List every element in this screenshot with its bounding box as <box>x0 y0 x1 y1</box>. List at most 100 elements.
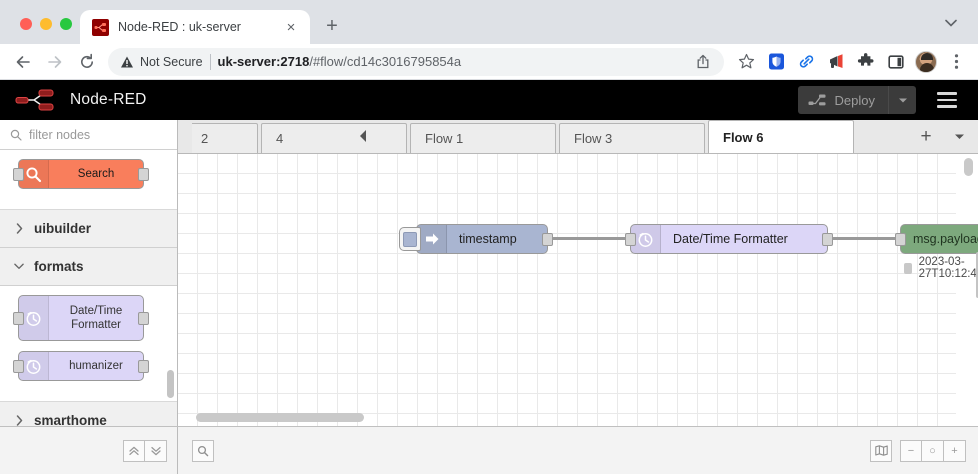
node-red-favicon <box>92 18 109 36</box>
chevron-down-icon[interactable] <box>936 8 966 38</box>
palette-category-formats[interactable]: formats <box>0 248 177 286</box>
canvas-vertical-scrollbar[interactable] <box>964 158 973 176</box>
flow-node-inject-timestamp[interactable]: timestamp <box>399 224 553 254</box>
share-icon[interactable] <box>692 51 714 73</box>
palette-node-humanizer[interactable]: humanizer <box>13 351 149 381</box>
zoom-button-group: − ○ + <box>900 439 966 462</box>
new-tab-button[interactable]: + <box>326 14 338 37</box>
flow-tab-2[interactable]: 2 <box>192 123 258 153</box>
minimize-window-button[interactable] <box>40 18 52 30</box>
omnibox-divider <box>209 53 211 70</box>
url-path: /#flow/cd14c3016795854a <box>309 54 462 69</box>
node-red-brand: Node-RED <box>70 91 147 108</box>
deploy-button-main[interactable]: Deploy <box>798 86 888 114</box>
inject-trigger-button[interactable] <box>399 227 421 251</box>
palette-category-smarthome[interactable]: smarthome <box>0 402 177 426</box>
browser-tab-title: Node-RED : uk-server <box>118 20 241 34</box>
search-icon[interactable] <box>192 439 214 462</box>
back-button[interactable] <box>8 47 38 77</box>
canvas-right-margin <box>956 154 978 426</box>
zoom-out-button[interactable]: − <box>900 439 922 462</box>
flow-tabs: 2 4 Flow 1 Flow 3 Flow 6 <box>192 120 912 153</box>
security-label: Not Secure <box>140 54 203 69</box>
node-output-port[interactable] <box>138 167 149 181</box>
map-icon[interactable] <box>870 439 892 462</box>
clock-icon <box>19 296 49 340</box>
hamburger-menu[interactable] <box>930 83 964 117</box>
security-status[interactable]: Not Secure <box>120 55 203 69</box>
node-red-footer: − ○ + <box>0 426 978 474</box>
filter-nodes-input[interactable]: filter nodes <box>0 120 177 150</box>
megaphone-extension-icon[interactable] <box>822 48 850 76</box>
flow-list-menu-button[interactable] <box>950 128 968 146</box>
browser-tab[interactable]: Node-RED : uk-server × <box>80 10 310 44</box>
maximize-window-button[interactable] <box>60 18 72 30</box>
flow-tab-flow-1[interactable]: Flow 1 <box>410 123 556 153</box>
flow-tab-4[interactable]: 4 <box>261 123 407 153</box>
palette-category-label: formats <box>34 259 84 274</box>
flow-tab-flow-6[interactable]: Flow 6 <box>708 120 854 153</box>
tabbar-scroll-left[interactable] <box>178 120 192 153</box>
puzzle-extensions-icon[interactable] <box>852 48 880 76</box>
node-input-port[interactable] <box>625 232 636 246</box>
palette-node-label: Search <box>77 167 115 180</box>
add-flow-button[interactable]: + <box>920 125 932 147</box>
palette-collapse-button[interactable] <box>356 126 369 146</box>
node-output-port[interactable] <box>542 232 553 246</box>
node-red-logo-icon <box>15 89 54 111</box>
expand-all-icon[interactable] <box>145 439 167 462</box>
wire-formatter-to-debug[interactable] <box>828 237 900 240</box>
wire-inject-to-formatter[interactable] <box>548 237 630 240</box>
node-input-port[interactable] <box>13 167 24 181</box>
canvas-horizontal-scrollbar[interactable] <box>196 413 364 422</box>
node-output-port[interactable] <box>138 359 149 373</box>
deploy-button[interactable]: Deploy <box>797 86 916 114</box>
node-red-logo[interactable]: Node-RED <box>14 87 147 113</box>
palette-search-node-group: Search <box>0 150 177 210</box>
flow-tab-label: 4 <box>276 131 284 146</box>
zoom-in-button[interactable]: + <box>944 439 966 462</box>
reload-button[interactable] <box>72 47 102 77</box>
bookmark-star-icon[interactable] <box>732 48 760 76</box>
magnifier-icon <box>19 160 49 188</box>
flow-tab-flow-3[interactable]: Flow 3 <box>559 123 705 153</box>
flow-tab-label: Flow 3 <box>574 131 613 146</box>
link-extension-icon[interactable] <box>792 48 820 76</box>
address-bar[interactable]: Not Secure uk-server:2718/#flow/cd14c301… <box>108 47 724 76</box>
palette-scrollbar[interactable] <box>167 370 174 398</box>
three-dot-menu[interactable] <box>942 48 970 76</box>
palette-category-label: uibuilder <box>34 221 91 236</box>
chevron-right-icon <box>14 223 24 234</box>
zoom-reset-button[interactable]: ○ <box>922 439 944 462</box>
node-input-port[interactable] <box>13 359 24 373</box>
flow-node-datetime-formatter[interactable]: Date/Time Formatter <box>625 224 833 254</box>
close-tab-button[interactable]: × <box>286 18 296 36</box>
flow-tab-label: Flow 6 <box>723 129 764 145</box>
footer-palette-controls <box>0 427 178 474</box>
flow-tab-label: 2 <box>201 131 209 146</box>
forward-button[interactable] <box>40 47 70 77</box>
avatar[interactable] <box>912 48 940 76</box>
url-text: uk-server:2718/#flow/cd14c3016795854a <box>218 54 685 69</box>
sidebar-resize-handle[interactable] <box>976 252 978 298</box>
flow-node-debug-msg-payload[interactable]: msg.payload <box>895 224 978 254</box>
deploy-dropdown-caret[interactable] <box>888 86 916 114</box>
node-output-port[interactable] <box>138 311 149 325</box>
node-output-port[interactable] <box>822 232 833 246</box>
hamburger-bar <box>937 105 957 108</box>
warning-triangle-icon <box>121 56 133 67</box>
shield-extension-icon[interactable] <box>762 48 790 76</box>
palette-node-search[interactable]: Search <box>13 159 149 189</box>
collapse-all-icon[interactable] <box>123 439 145 462</box>
node-input-port[interactable] <box>895 232 906 246</box>
canvas-grid <box>178 154 978 426</box>
palette-formats-node-group: Date/Time Formatter humanizer <box>0 286 177 402</box>
palette-node-datetime-formatter[interactable]: Date/Time Formatter <box>13 295 149 341</box>
close-window-button[interactable] <box>20 18 32 30</box>
side-panel-icon[interactable] <box>882 48 910 76</box>
flow-canvas[interactable]: timestamp Date/Time Formatter <box>178 154 978 426</box>
browser-chrome: Node-RED : uk-server × + <box>0 0 978 80</box>
palette-category-uibuilder[interactable]: uibuilder <box>0 210 177 248</box>
palette-node-label: humanizer <box>69 359 123 372</box>
node-input-port[interactable] <box>13 311 24 325</box>
